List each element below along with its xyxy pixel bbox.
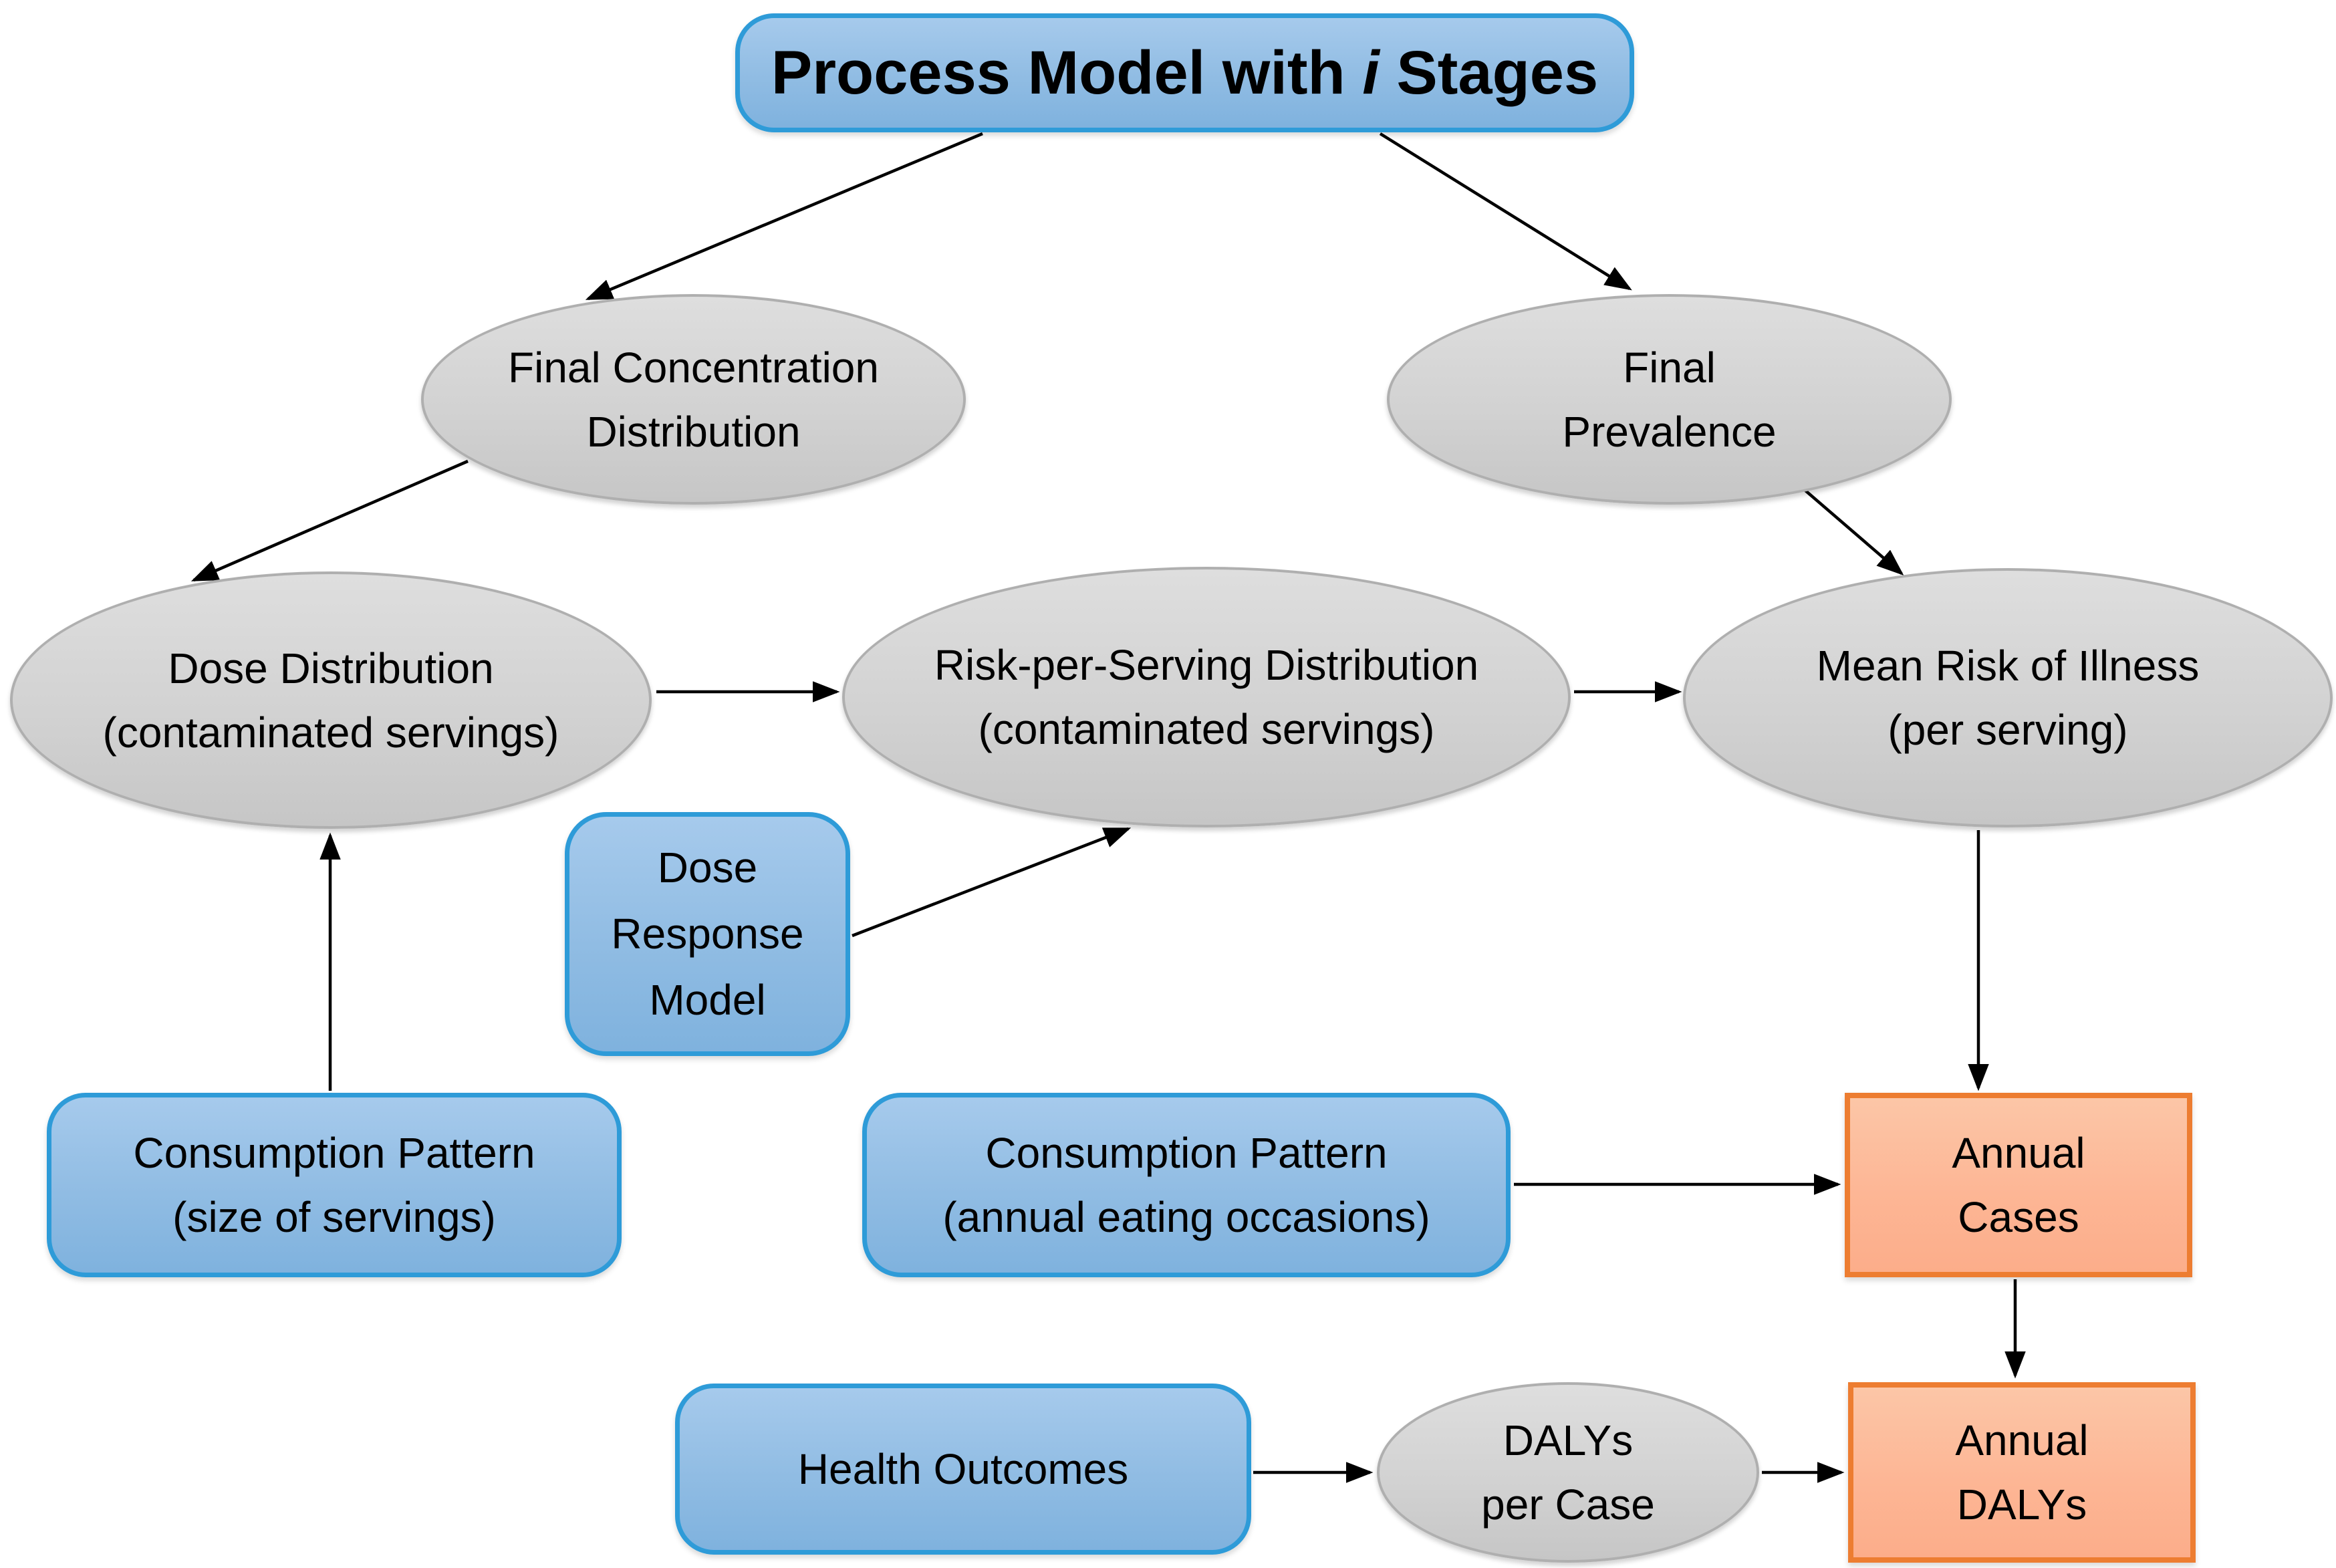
node-label-line: Cases	[1958, 1193, 2079, 1241]
node-label-line: (annual eating occasions)	[942, 1193, 1430, 1241]
node-dalys-per-case: DALYs per Case	[1377, 1382, 1759, 1563]
node-final-prevalence: Final Prevalence	[1387, 294, 1952, 505]
node-label-line: DALYs	[1503, 1416, 1634, 1464]
node-label-line: Dose Distribution	[168, 644, 494, 692]
node-label-line: Annual	[1952, 1129, 2085, 1177]
node-label-line: Consumption Pattern	[985, 1129, 1388, 1177]
node-label-line: Model	[649, 976, 766, 1025]
node-label-line: Final Concentration	[508, 343, 879, 392]
node-dose-response-model: Dose Response Model	[565, 812, 850, 1056]
edge-dose-response-to-risk-per-serving	[852, 827, 1132, 938]
node-label-line: (per serving)	[1888, 706, 2128, 754]
edge-final-prevalence-to-mean-risk	[1803, 489, 1904, 575]
edge-process-to-final-prevalence	[1379, 132, 1632, 291]
node-annual-dalys: Annual DALYs	[1848, 1382, 2196, 1563]
node-label-line: Distribution	[586, 407, 801, 456]
node-label-line: DALYs	[1956, 1480, 2087, 1529]
node-label-line: Consumption Pattern	[133, 1129, 535, 1177]
node-label-line: Risk-per-Serving Distribution	[934, 641, 1479, 689]
node-process-model: Process Model with i Stages	[735, 13, 1634, 132]
node-label-line: Annual	[1955, 1416, 2089, 1464]
node-label-line: (contaminated servings)	[978, 705, 1435, 753]
node-label-line: Mean Risk of Illness	[1816, 642, 2200, 690]
node-dose-distribution: Dose Distribution (contaminated servings…	[10, 571, 652, 829]
node-risk-per-serving-distribution: Risk-per-Serving Distribution (contamina…	[842, 567, 1571, 827]
node-label-line: Health Outcomes	[797, 1445, 1129, 1493]
node-label-line: Final	[1623, 343, 1716, 392]
node-consumption-pattern-annual: Consumption Pattern (annual eating occas…	[862, 1093, 1511, 1277]
process-model-label: Process Model with i Stages	[771, 38, 1599, 107]
node-label-line: (size of servings)	[172, 1193, 496, 1241]
edge-final-concentration-to-dose-distribution	[190, 459, 469, 582]
node-label-line: Dose	[657, 843, 758, 892]
node-final-concentration-distribution: Final Concentration Distribution	[421, 294, 966, 505]
node-consumption-pattern-size: Consumption Pattern (size of servings)	[47, 1093, 622, 1277]
node-annual-cases: Annual Cases	[1845, 1093, 2192, 1277]
edge-process-to-final-concentration	[585, 132, 983, 301]
node-health-outcomes: Health Outcomes	[675, 1384, 1251, 1555]
node-label-line: Response	[611, 909, 804, 958]
node-label-line: Prevalence	[1562, 407, 1777, 456]
node-label-line: per Case	[1481, 1480, 1655, 1529]
node-label-line: (contaminated servings)	[102, 708, 559, 757]
node-mean-risk-of-illness: Mean Risk of Illness (per serving)	[1683, 568, 2333, 827]
